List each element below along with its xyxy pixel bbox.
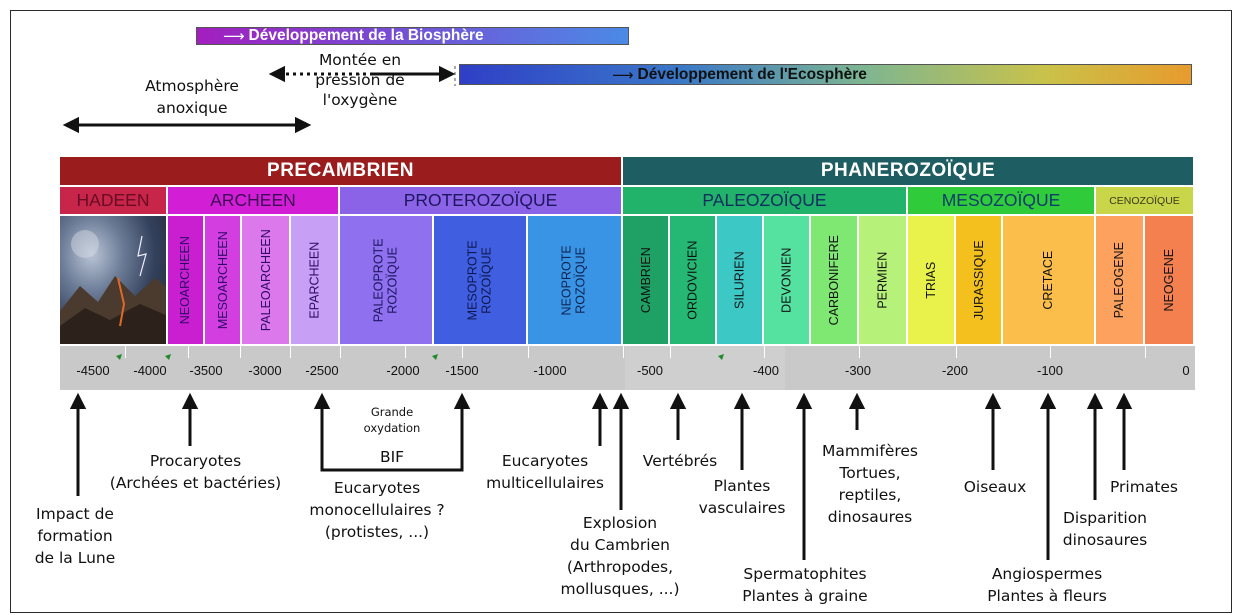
axis-tick bbox=[764, 346, 765, 358]
period-cambrien: CAMBRIEN bbox=[623, 216, 670, 344]
period-devonien: DEVONIEN bbox=[764, 216, 811, 344]
era-precambrien: PRECAMBRIEN bbox=[60, 157, 623, 185]
period-silurien: SILURIEN bbox=[717, 216, 764, 344]
axis-label: -300 bbox=[844, 363, 872, 378]
axis-tick bbox=[623, 346, 624, 358]
axis-tick bbox=[188, 346, 189, 358]
anoxic-atmosphere-label: Atmosphère anoxique bbox=[145, 77, 239, 117]
bif-bracket bbox=[320, 398, 464, 472]
axis-label: -1000 bbox=[533, 363, 567, 378]
biosphere-bar: ⟶ Développement de la Biosphère bbox=[196, 27, 629, 45]
axis-tick bbox=[462, 346, 463, 358]
axis-label: -100 bbox=[1036, 363, 1064, 378]
oxygen-rise-label: Montée en pression de l'oxygène bbox=[315, 51, 405, 110]
event-bif: BIF bbox=[379, 448, 405, 466]
axis-label: -500 bbox=[636, 363, 664, 378]
eon-cenozoique: CENOZOÏQUE bbox=[1096, 187, 1193, 214]
axis-label: -3000 bbox=[248, 363, 282, 378]
axis-marker-icon bbox=[165, 354, 171, 360]
axis-tick bbox=[290, 346, 291, 358]
axis-tick bbox=[240, 346, 241, 358]
period-ordovicien: ORDOVICIEN bbox=[670, 216, 717, 344]
axis-tick bbox=[859, 346, 860, 358]
event-vertebrates: Vertébrés bbox=[642, 452, 718, 470]
time-axis-band-light bbox=[625, 346, 785, 390]
period-trias: TRIAS bbox=[908, 216, 956, 344]
volcanic-landscape-icon bbox=[60, 230, 166, 344]
period-permien: PERMIEN bbox=[859, 216, 908, 344]
ecosphere-label: Développement de l'Ecosphère bbox=[637, 65, 867, 83]
axis-label: -200 bbox=[941, 363, 969, 378]
diagram-frame bbox=[10, 10, 1232, 613]
period-eparcheen: EPARCHEEN bbox=[291, 216, 340, 344]
axis-label: -2000 bbox=[386, 363, 420, 378]
period-jurassique: JURASSIQUE bbox=[956, 216, 1003, 344]
axis-tick bbox=[340, 346, 341, 358]
eon-paleozoique: PALEOZOÏQUE bbox=[623, 187, 908, 214]
axis-tick bbox=[670, 346, 671, 358]
arrow-right-icon: ⟶ bbox=[612, 65, 634, 84]
period-neoarcheen: NEOARCHEEN bbox=[168, 216, 205, 344]
axis-marker-icon bbox=[432, 354, 438, 360]
axis-tick bbox=[528, 346, 529, 358]
period-neogene: NEOGENE bbox=[1145, 216, 1193, 344]
eon-mesozoique: MESOZOÏQUE bbox=[908, 187, 1096, 214]
period-paleogene: PALEOGENE bbox=[1096, 216, 1145, 344]
arrow-right-icon: ⟶ bbox=[223, 27, 245, 45]
axis-tick bbox=[405, 346, 406, 358]
axis-tick bbox=[1145, 346, 1146, 358]
axis-tick bbox=[1050, 346, 1051, 358]
axis-label: -2500 bbox=[305, 363, 339, 378]
era-phanerozoique: PHANEROZOÏQUE bbox=[623, 157, 1193, 185]
axis-label: -4000 bbox=[133, 363, 167, 378]
period-mesoarcheen: MESOARCHEEN bbox=[205, 216, 242, 344]
axis-tick bbox=[956, 346, 957, 358]
period-paleoarcheen: PALEOARCHEEN bbox=[242, 216, 291, 344]
period-cretace: CRETACE bbox=[1003, 216, 1096, 344]
axis-label: -3500 bbox=[189, 363, 223, 378]
event-birds: Oiseaux bbox=[963, 478, 1027, 496]
axis-label: 0 bbox=[1182, 363, 1190, 378]
event-procaryotes: Procaryotes(Archées et bactéries) bbox=[109, 452, 282, 492]
axis-marker-icon bbox=[116, 354, 122, 360]
period-carbonifere: CARBONIFERE bbox=[811, 216, 859, 344]
axis-marker-icon bbox=[718, 354, 724, 360]
axis-tick bbox=[125, 346, 126, 358]
axis-label: -4500 bbox=[76, 363, 110, 378]
hadeen-image bbox=[60, 216, 168, 344]
biosphere-label: Développement de la Biosphère bbox=[248, 27, 484, 44]
axis-label: -400 bbox=[752, 363, 780, 378]
eon-hadeen: HADEEN bbox=[60, 187, 168, 214]
event-primates: Primates bbox=[1109, 478, 1179, 496]
ecosphere-bar: ⟶ Développement de l'Ecosphère bbox=[459, 64, 1192, 85]
eon-archeen: ARCHEEN bbox=[168, 187, 340, 214]
axis-label: -1500 bbox=[445, 363, 479, 378]
eon-proterozoique: PROTEROZOÏQUE bbox=[340, 187, 623, 214]
